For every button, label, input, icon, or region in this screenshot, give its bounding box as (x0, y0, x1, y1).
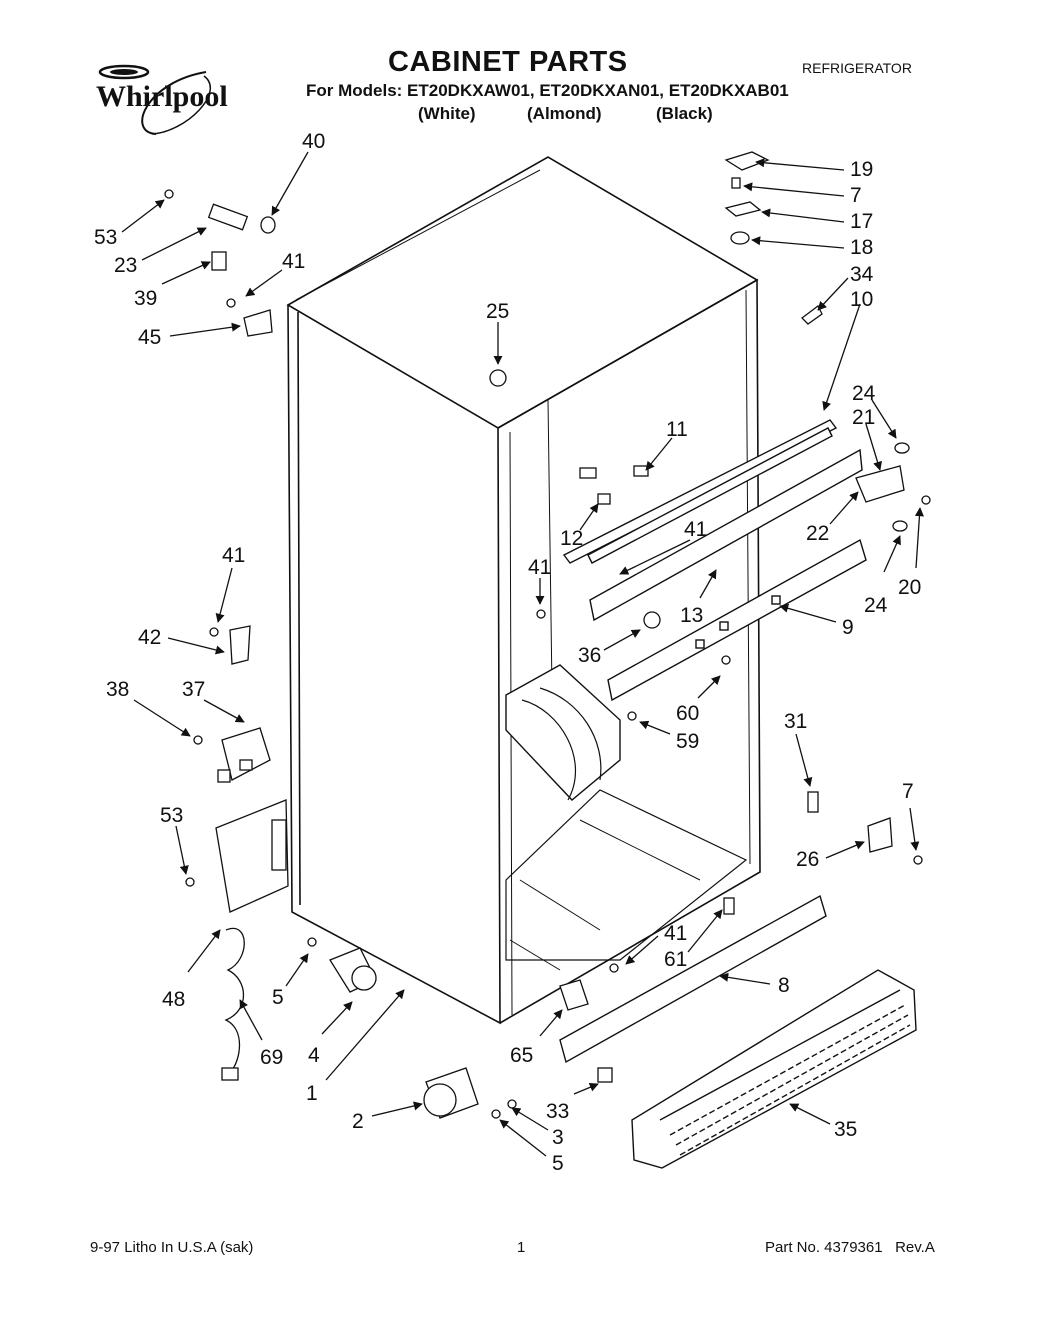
footer-print-info: 9-97 Litho In U.S.A (sak) (90, 1239, 254, 1256)
callout-59: 59 (676, 730, 699, 753)
callout-25: 25 (486, 300, 509, 323)
callout-48: 48 (162, 988, 185, 1011)
callout-18: 18 (850, 236, 873, 259)
callout-12: 12 (560, 527, 583, 550)
callout-3: 3 (552, 1126, 564, 1149)
leader-lines (121, 151, 924, 1157)
callout-35: 35 (834, 1118, 857, 1141)
callout-45: 45 (138, 326, 161, 349)
callout-37: 37 (182, 678, 205, 701)
variant-white: (White) (418, 104, 476, 123)
small-parts (164, 151, 931, 1119)
whirlpool-logo: Whirlpool (96, 64, 228, 135)
callout-11: 11 (666, 418, 688, 441)
callout-41: 41 (222, 544, 245, 567)
callout-33: 33 (546, 1100, 569, 1123)
callout-17: 17 (850, 210, 873, 233)
category-label: REFRIGERATOR (802, 60, 912, 76)
callout-numbers: 40 53 23 39 41 45 25 19 7 17 18 34 10 11… (94, 130, 921, 1175)
callout-60: 60 (676, 702, 699, 725)
variant-almond: (Almond) (527, 104, 602, 123)
callout-53: 53 (160, 804, 183, 827)
callout-41: 41 (684, 518, 707, 541)
callout-31: 31 (784, 710, 807, 733)
callout-61: 61 (664, 948, 687, 971)
callout-9: 9 (842, 616, 854, 639)
footer-part-number: Part No. 4379361 Rev.A (765, 1239, 935, 1256)
variant-black: (Black) (656, 104, 713, 123)
callout-5: 5 (552, 1152, 564, 1175)
callout-24: 24 (852, 382, 876, 405)
callout-13: 13 (680, 604, 703, 627)
callout-22: 22 (806, 522, 829, 545)
callout-24: 24 (864, 594, 888, 617)
grille-assembly (559, 894, 917, 1169)
callout-41: 41 (528, 556, 551, 579)
callout-1: 1 (306, 1082, 318, 1105)
callout-8: 8 (778, 974, 790, 997)
callout-21: 21 (852, 406, 875, 429)
callout-65: 65 (510, 1044, 533, 1067)
callout-42: 42 (138, 626, 161, 649)
callout-41: 41 (282, 250, 305, 273)
callout-23: 23 (114, 254, 137, 277)
callout-40: 40 (302, 130, 325, 153)
page-title: CABINET PARTS (388, 46, 628, 78)
callout-41: 41 (664, 922, 687, 945)
callout-26: 26 (796, 848, 819, 871)
models-line: For Models: ET20DKXAW01, ET20DKXAN01, ET… (306, 81, 789, 100)
callout-34: 34 (850, 263, 874, 286)
callout-39: 39 (134, 287, 157, 310)
callout-38: 38 (106, 678, 129, 701)
callout-53: 53 (94, 226, 117, 249)
callout-7: 7 (850, 184, 862, 207)
svg-text:Whirlpool: Whirlpool (96, 80, 228, 113)
callout-5: 5 (272, 986, 284, 1009)
callout-2: 2 (352, 1110, 364, 1133)
callout-19: 19 (850, 158, 873, 181)
callout-4: 4 (308, 1044, 320, 1067)
callout-36: 36 (578, 644, 601, 667)
footer-page-number: 1 (517, 1239, 526, 1256)
cabinet-shell (286, 156, 761, 1025)
callout-69: 69 (260, 1046, 283, 1069)
callout-10: 10 (850, 288, 873, 311)
callout-20: 20 (898, 576, 921, 599)
callout-7: 7 (902, 780, 914, 803)
divider-rails (562, 419, 867, 702)
